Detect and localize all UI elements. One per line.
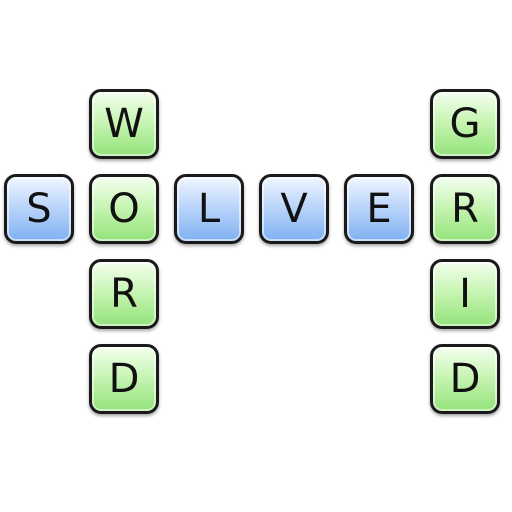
tile-grid-g: G: [430, 89, 500, 159]
tile-solver-v: V: [259, 174, 329, 244]
tile-grid-d: D: [430, 344, 500, 414]
tile-solver-s: S: [4, 174, 74, 244]
tile-word-r: R: [89, 259, 159, 329]
tile-grid-i: I: [430, 259, 500, 329]
tile-solver-l: L: [174, 174, 244, 244]
tile-shared-o: O: [89, 174, 159, 244]
tile-word-d: D: [89, 344, 159, 414]
tile-shared-r: R: [430, 174, 500, 244]
tile-solver-e: E: [344, 174, 414, 244]
tile-word-w: W: [89, 89, 159, 159]
